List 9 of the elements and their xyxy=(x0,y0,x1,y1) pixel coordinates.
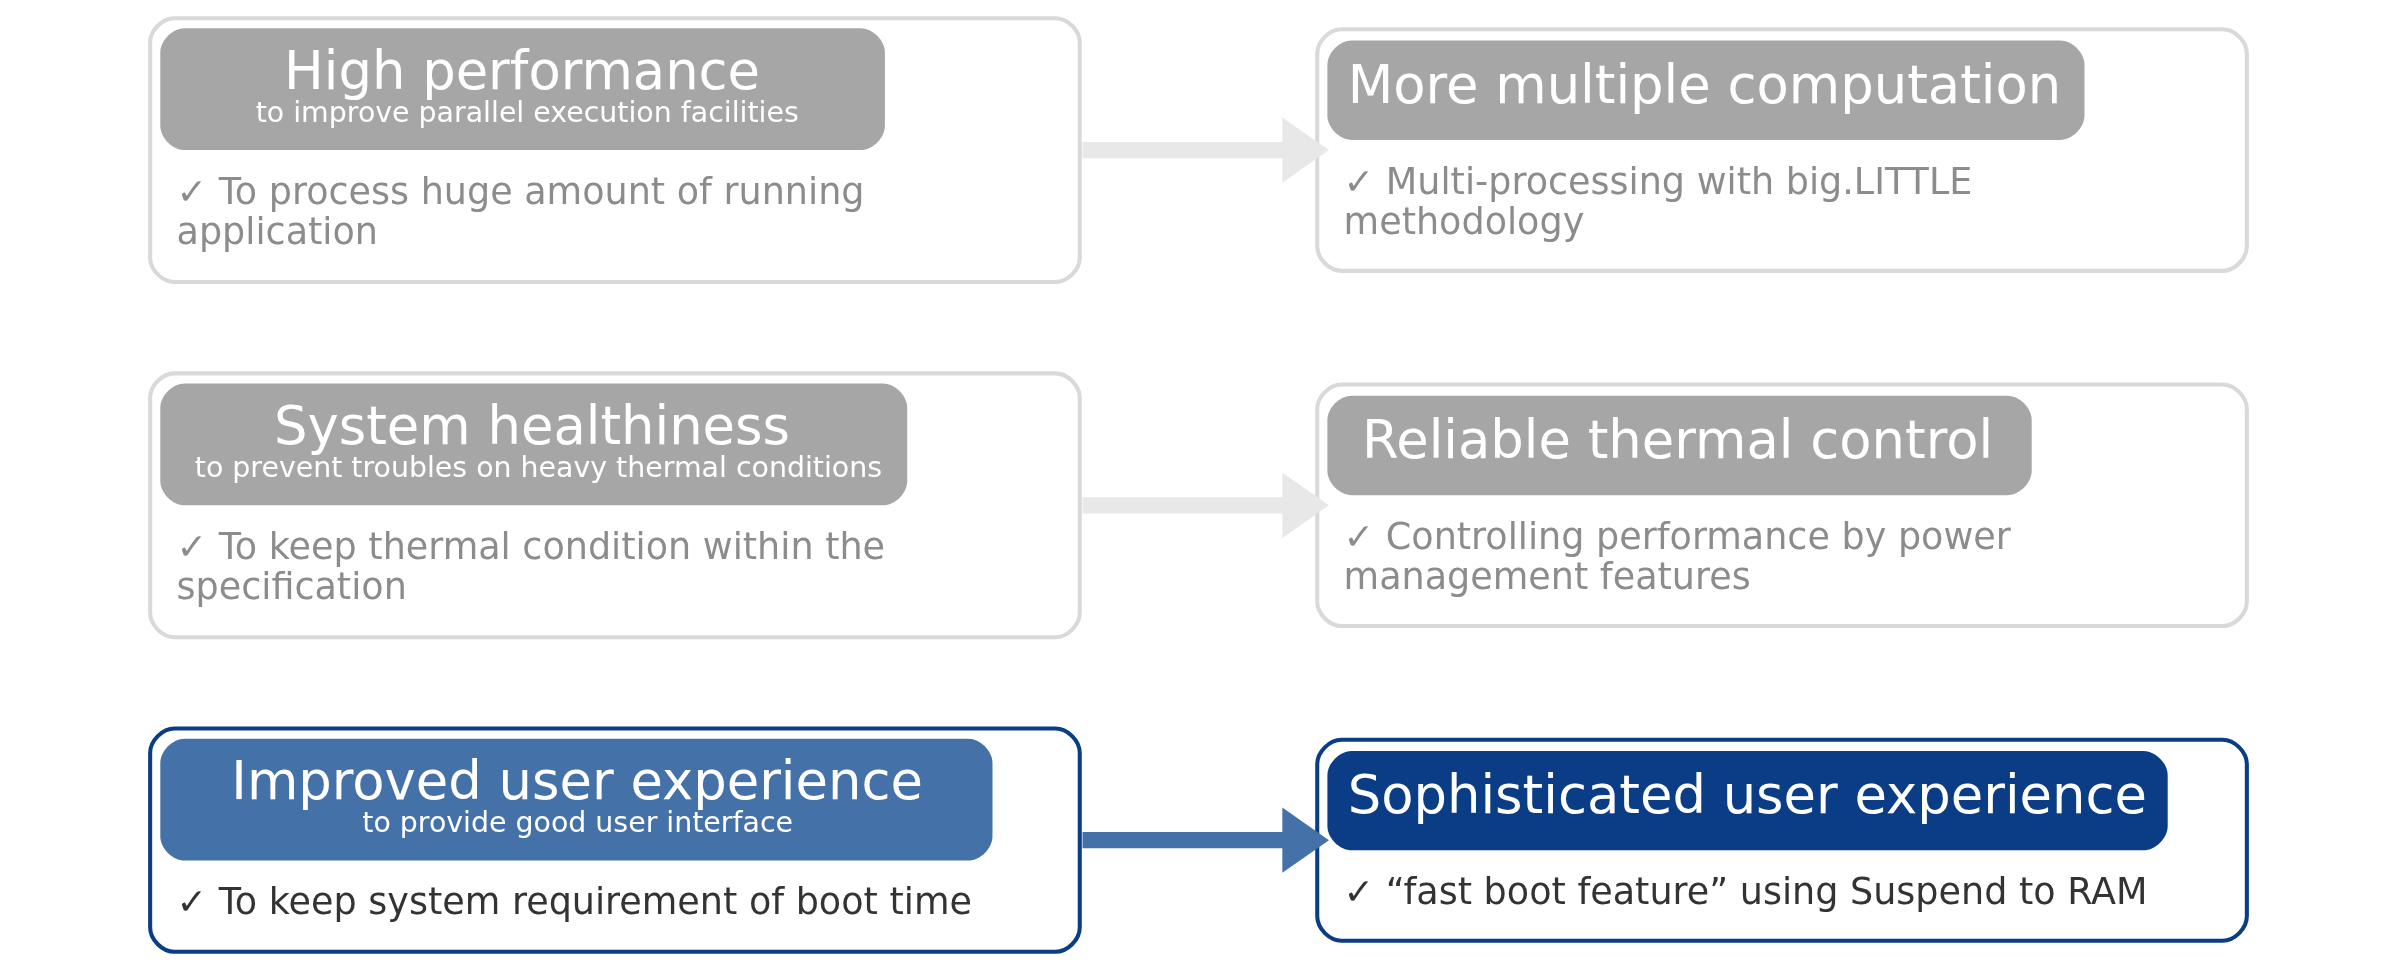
node-box: Reliable thermal control ✓ Controlling performance by power management features xyxy=(1315,382,2249,629)
node-box: Improved user experience to provide good user interface ✓ To keep system requirement of boot time xyxy=(148,726,1082,954)
node-box: System healthiness to prevent troubles on heavy thermal conditions ✓ To keep thermal condition within the specification xyxy=(148,371,1082,640)
arrow xyxy=(1082,472,1329,538)
arrow xyxy=(1082,117,1329,183)
node-box: High performance to improve parallel execution facilities ✓ To process huge amount of running application xyxy=(148,16,1082,285)
node-box: Sophisticated user experience ✓ “fast boot feature” using Suspend to RAM xyxy=(1315,737,2249,943)
arrow xyxy=(1082,807,1329,873)
node-box: More multiple computation ✓ Multi-processing with big.LITTLE methodology xyxy=(1315,27,2249,273)
